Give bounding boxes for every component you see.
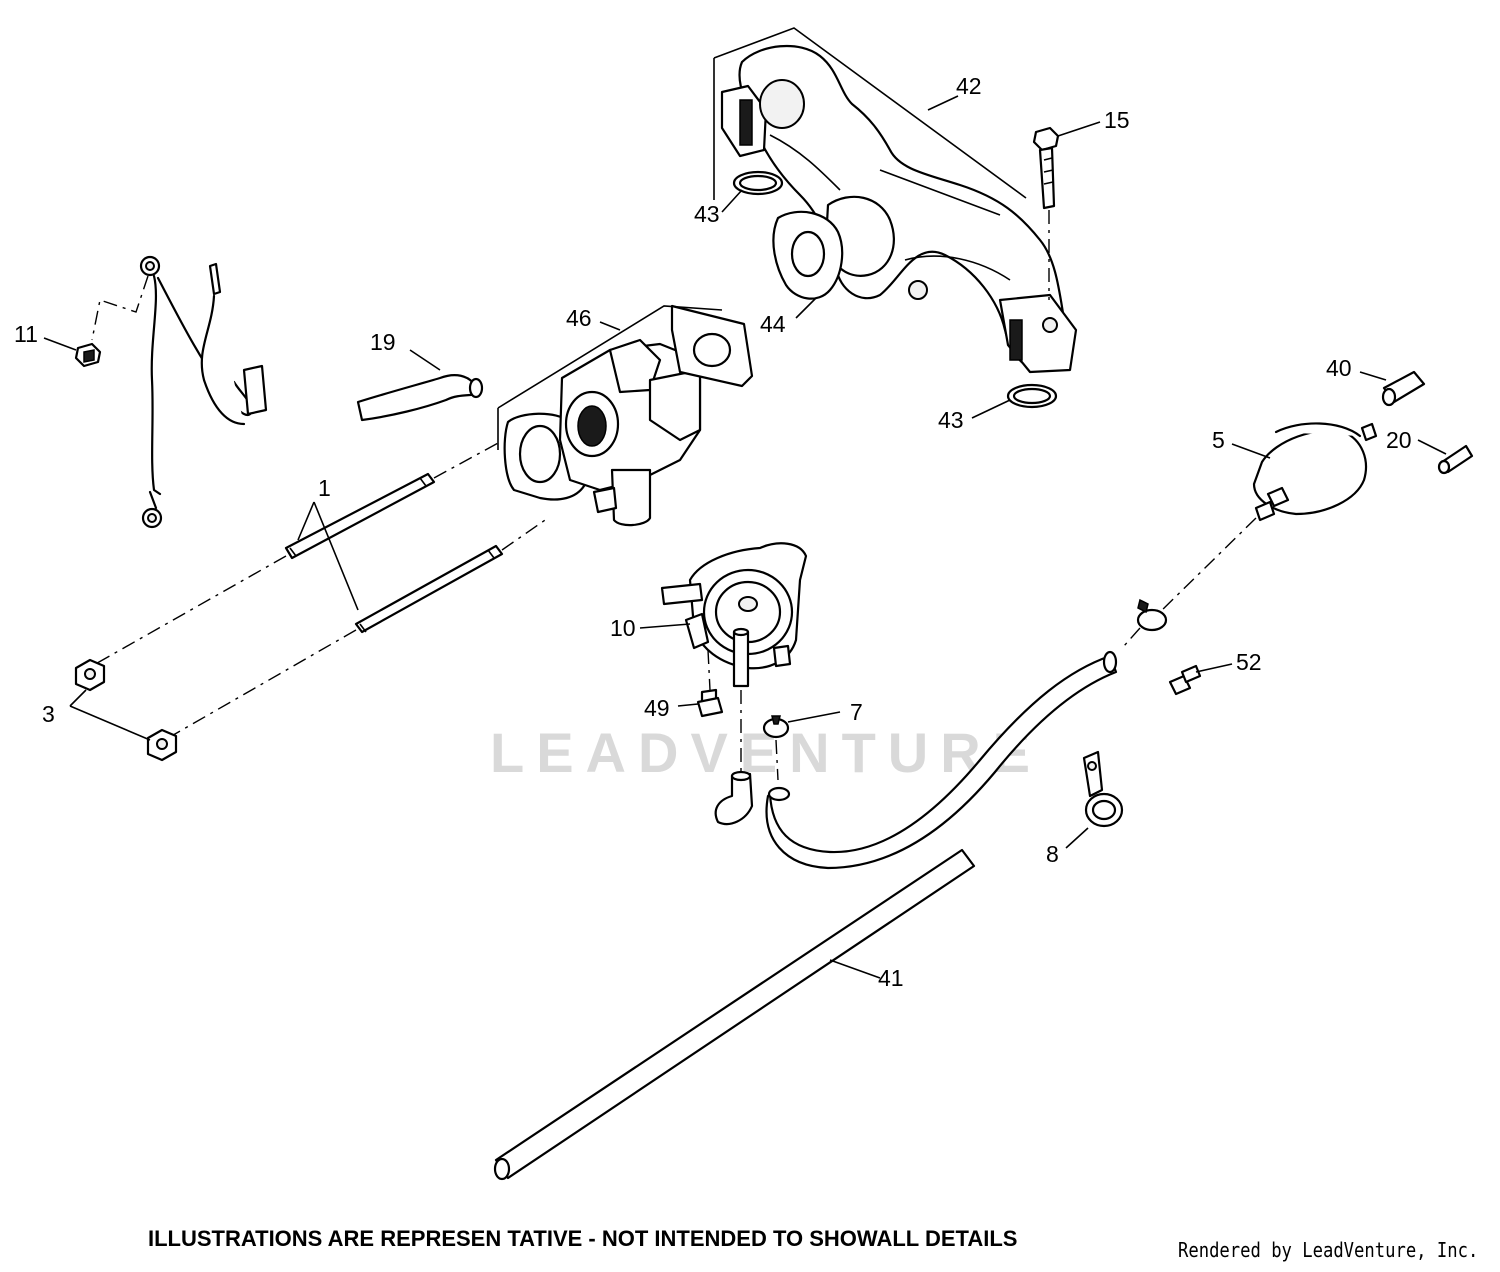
leader-20 xyxy=(1417,439,1447,455)
pump-screw-axis xyxy=(707,649,711,691)
callout-19: 19 xyxy=(370,329,396,355)
leader-15 xyxy=(1057,121,1101,137)
leader-8 xyxy=(1065,827,1089,849)
stud-axis-upper xyxy=(91,441,501,667)
leader-41 xyxy=(829,959,881,979)
leader-1 xyxy=(297,501,359,611)
callout-20: 20 xyxy=(1386,427,1412,453)
fuel-filter[interactable] xyxy=(1252,422,1378,522)
hose-clamp-small[interactable] xyxy=(762,715,790,739)
leader-52 xyxy=(1195,663,1233,673)
wire-to-screw-path xyxy=(91,275,149,341)
callout-46: 46 xyxy=(566,305,592,331)
filter-axis xyxy=(1123,517,1257,647)
callout-49: 49 xyxy=(644,695,670,721)
fuel-line-hose[interactable] xyxy=(765,650,1118,870)
plug[interactable] xyxy=(1437,444,1474,475)
callout-3: 3 xyxy=(42,701,55,727)
fitting-axis xyxy=(740,690,779,781)
callout-41: 41 xyxy=(878,965,904,991)
callout-44: 44 xyxy=(760,311,786,337)
disclaimer-text: ILLUSTRATIONS ARE REPRESEN TATIVE - NOT … xyxy=(148,1226,1018,1251)
carburetor[interactable] xyxy=(503,304,754,527)
hose-sleeve[interactable] xyxy=(1381,370,1426,407)
callout-1: 1 xyxy=(318,475,331,501)
callout-7: 7 xyxy=(850,699,863,725)
leader-11 xyxy=(43,337,77,351)
fuel-fitting[interactable] xyxy=(1168,664,1202,696)
ground-wire-harness[interactable] xyxy=(139,255,268,529)
nut-upper[interactable] xyxy=(74,658,106,692)
hose-clip[interactable] xyxy=(1082,750,1124,828)
long-fuel-hose[interactable] xyxy=(493,848,976,1181)
vent-hose[interactable] xyxy=(356,374,484,422)
leader-5 xyxy=(1231,443,1271,459)
callout-15: 15 xyxy=(1104,107,1130,133)
nut-lower[interactable] xyxy=(146,728,178,762)
manifold-bolt[interactable] xyxy=(1032,126,1060,210)
leader-42 xyxy=(713,27,1027,200)
o-ring-upper[interactable] xyxy=(732,170,784,196)
fuel-pump[interactable] xyxy=(660,542,808,688)
callout-10: 10 xyxy=(610,615,636,641)
leader-46 xyxy=(497,305,723,450)
callout-8: 8 xyxy=(1046,841,1059,867)
callout-43-upper: 43 xyxy=(694,201,720,227)
callout-40: 40 xyxy=(1326,355,1352,381)
callout-52: 52 xyxy=(1236,649,1262,675)
pump-screw[interactable] xyxy=(696,688,724,718)
manifold-gasket[interactable] xyxy=(772,210,844,300)
leader-44 xyxy=(795,297,817,319)
leader-7 xyxy=(787,711,841,723)
elbow-fitting[interactable] xyxy=(714,770,754,826)
callout-5: 5 xyxy=(1212,427,1225,453)
leader-3 xyxy=(69,689,151,741)
leader-10 xyxy=(639,623,691,629)
leader-43-lower xyxy=(971,399,1011,419)
callout-42: 42 xyxy=(956,73,982,99)
watermark: LEADVENTURE xyxy=(490,721,1042,784)
leader-19 xyxy=(409,349,441,371)
callout-43-lower: 43 xyxy=(938,407,964,433)
o-ring-lower[interactable] xyxy=(1006,383,1058,409)
leader-40 xyxy=(1359,371,1387,381)
hose-clamp-filter[interactable] xyxy=(1136,598,1168,632)
callout-11: 11 xyxy=(14,321,38,347)
leader-49 xyxy=(677,703,699,707)
stud-axis-lower xyxy=(167,517,549,739)
ground-screw[interactable] xyxy=(74,342,102,368)
leader-43-upper xyxy=(721,189,743,213)
rendered-by-text: Rendered by LeadVenture, Inc. xyxy=(1178,1238,1479,1262)
stud-lower[interactable] xyxy=(354,544,504,634)
stud-upper[interactable] xyxy=(284,472,436,560)
